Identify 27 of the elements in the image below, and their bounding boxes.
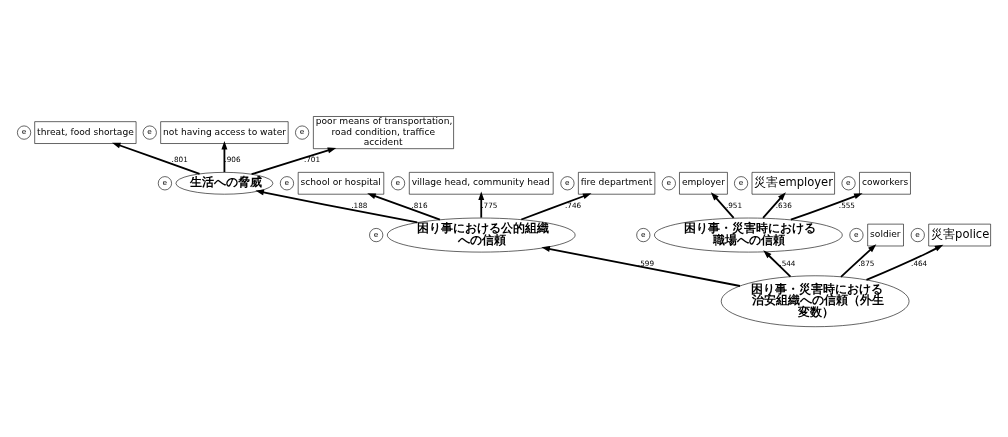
arrow bbox=[541, 246, 741, 287]
arrow bbox=[762, 192, 786, 219]
node-box: coworkers bbox=[859, 172, 911, 195]
node-box: 災害employer bbox=[751, 172, 835, 195]
arrow bbox=[112, 142, 201, 175]
node-box: school or hospital bbox=[297, 172, 385, 195]
node-box: soldier bbox=[867, 223, 904, 247]
node-box: not having access to water bbox=[160, 121, 289, 144]
arrow bbox=[865, 244, 944, 281]
arrow bbox=[255, 189, 419, 224]
arrow bbox=[789, 193, 863, 221]
node-box: fire department bbox=[578, 172, 656, 195]
node-box: poor means of transportation, road condition, traffice accident bbox=[313, 116, 454, 149]
node-box: village head, community head bbox=[409, 172, 554, 195]
node-ellipse: 困り事・災害時における職場への信頼 bbox=[654, 217, 843, 253]
arrow bbox=[478, 191, 485, 219]
arrow bbox=[710, 192, 735, 219]
arrow bbox=[221, 140, 228, 174]
arrow bbox=[840, 244, 877, 278]
node-box: employer bbox=[679, 172, 728, 195]
arrow bbox=[250, 147, 337, 176]
node-box: threat, food shortage bbox=[34, 121, 137, 144]
node-ellipse: 困り事・災害時における治安組織への信頼（外生変数） bbox=[720, 275, 910, 327]
arrow bbox=[763, 250, 792, 278]
arrow bbox=[367, 193, 441, 221]
node-box: 災害police bbox=[928, 223, 991, 247]
arrow bbox=[520, 193, 592, 221]
